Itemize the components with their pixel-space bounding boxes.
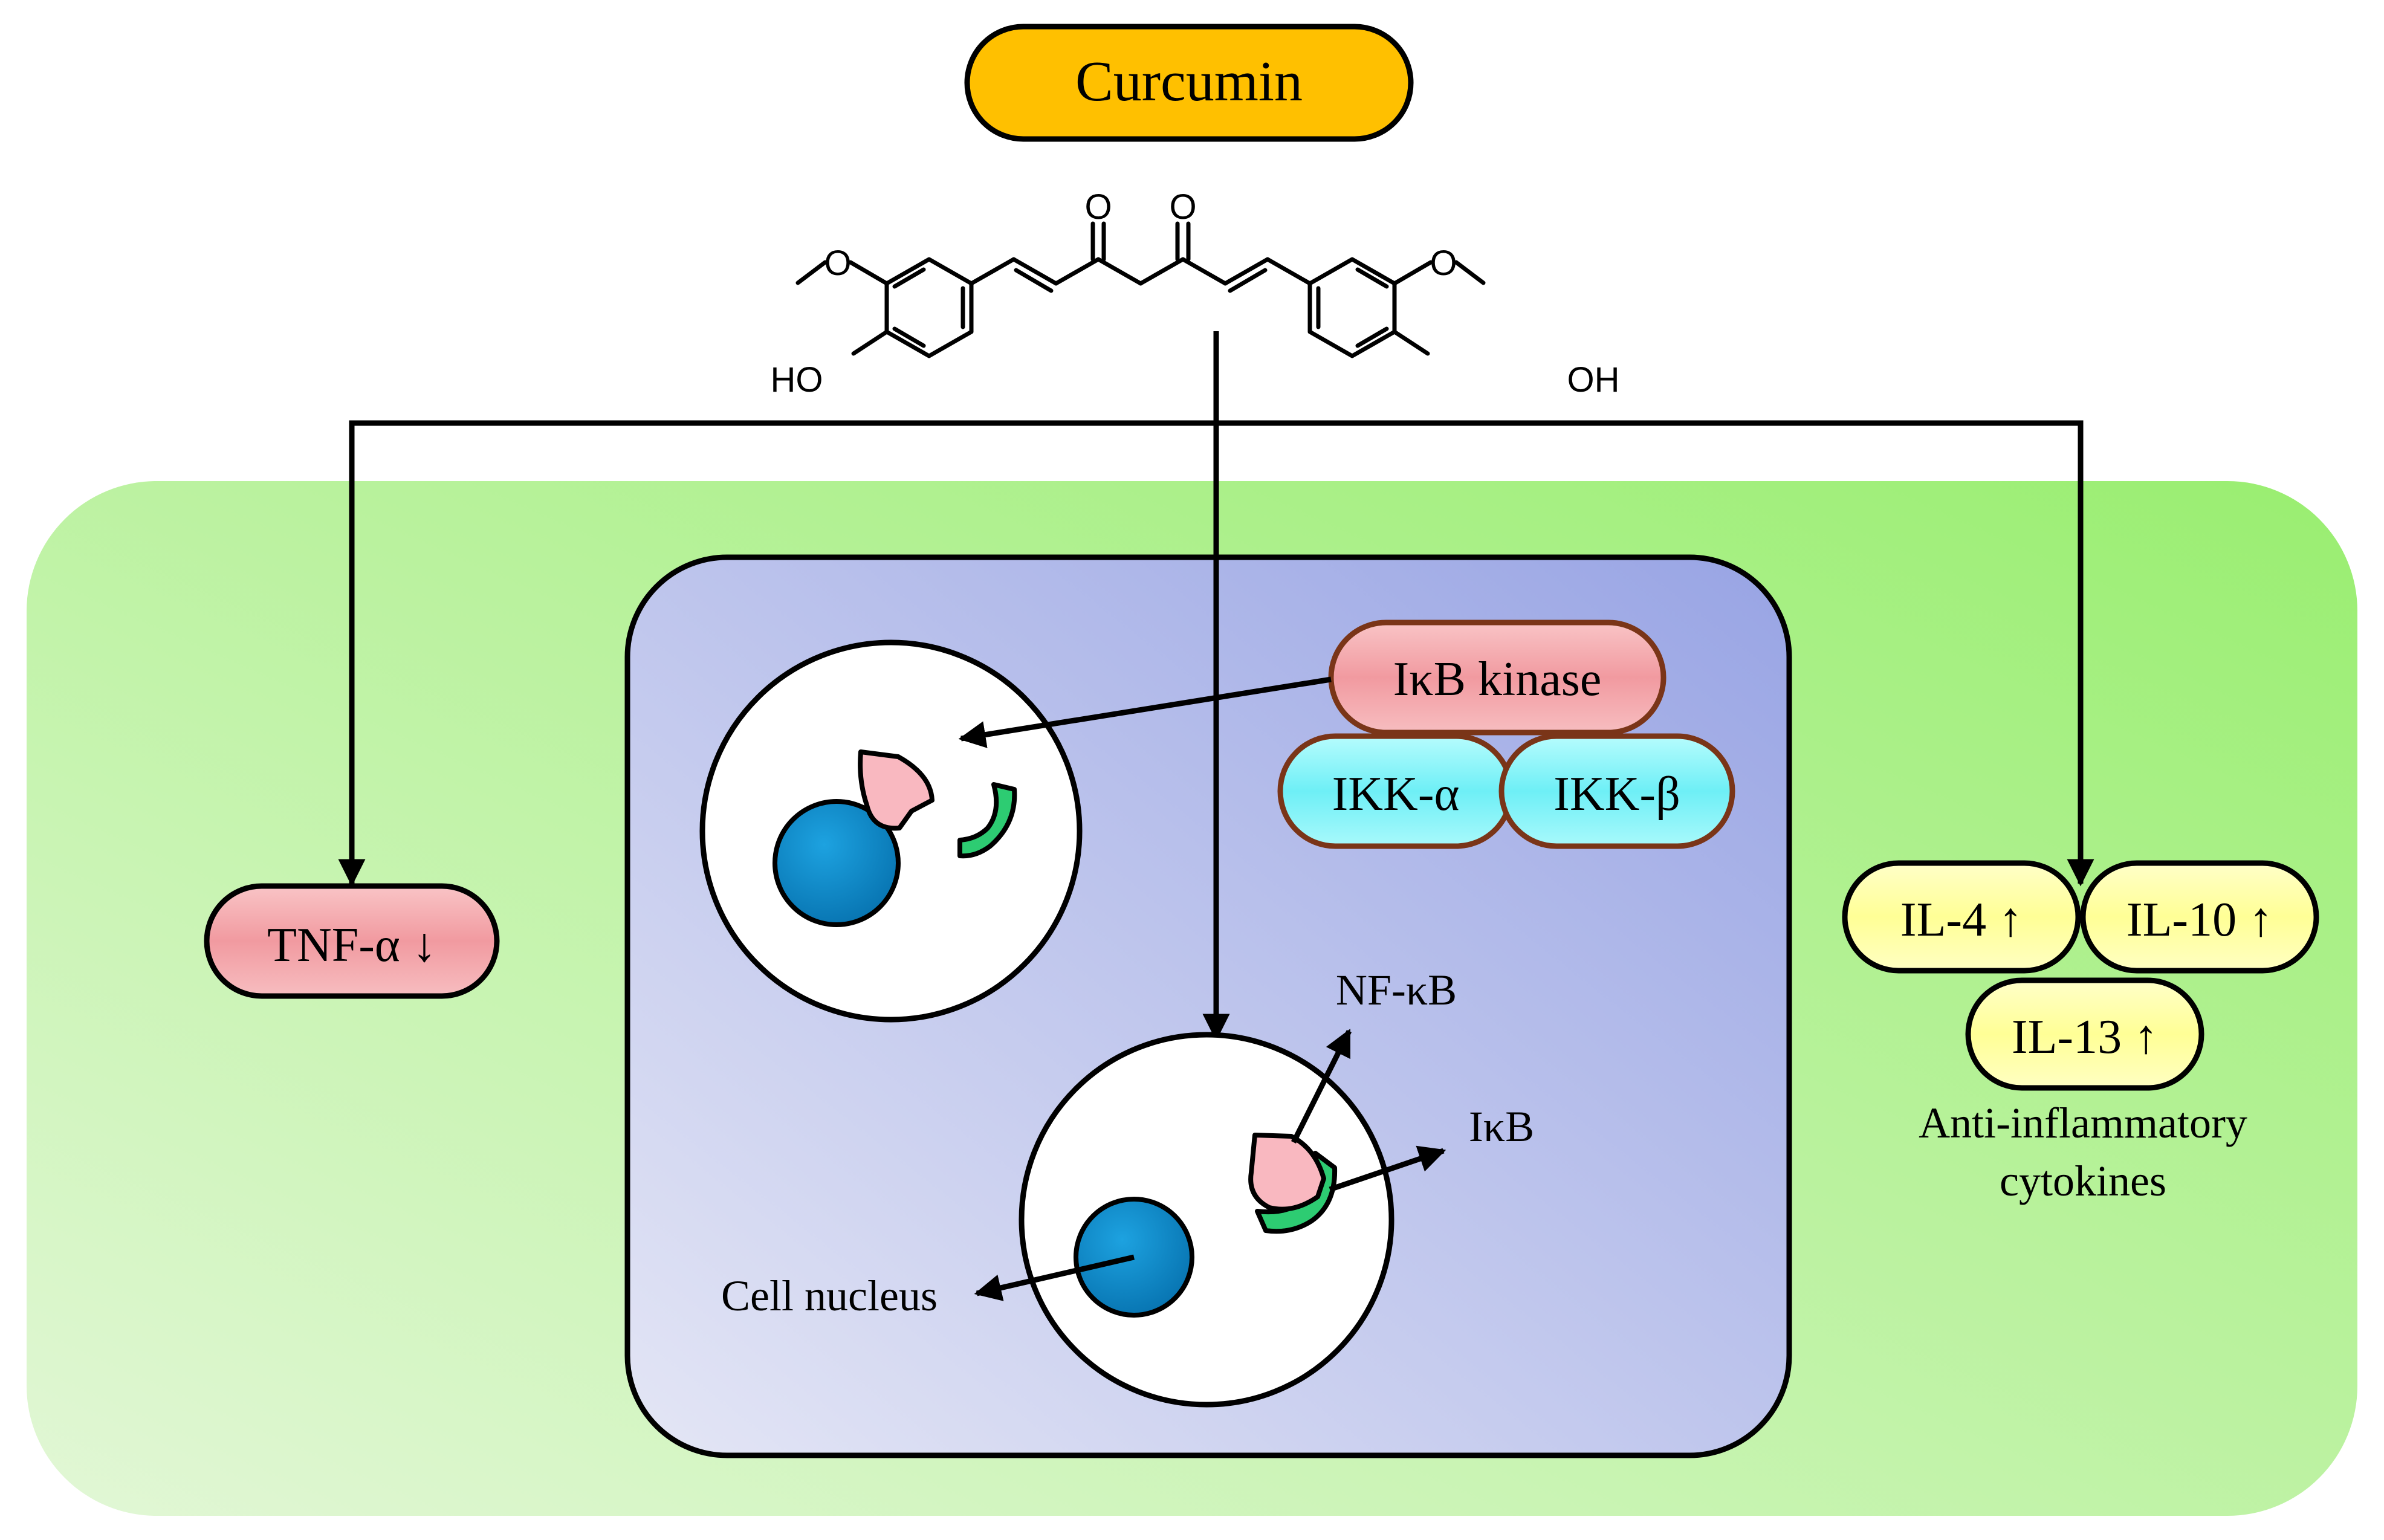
atom-o-left-carbonyl: O bbox=[1084, 187, 1112, 227]
ikb-kinase-label: IκB kinase bbox=[1393, 653, 1602, 706]
atom-ho-left: HO bbox=[771, 360, 823, 400]
upper-ikb-crescent-icon bbox=[957, 782, 1017, 859]
curcumin-box bbox=[964, 24, 1414, 142]
curcumin-label: Curcumin bbox=[1075, 50, 1303, 113]
tnf-label: TNF-α ↓ bbox=[267, 919, 436, 972]
il4-label: IL-4 ↑ bbox=[1900, 893, 2023, 946]
anti-inflammatory-label-line1: Anti-inflammatory bbox=[1919, 1099, 2247, 1147]
ikb-label: IκB bbox=[1469, 1102, 1534, 1151]
ikk-beta-box bbox=[1498, 733, 1735, 849]
upper-nucleus-icon bbox=[773, 799, 901, 927]
il4-box bbox=[1842, 860, 2081, 974]
anti-inflammatory-label-line2: cytokines bbox=[2000, 1157, 2166, 1205]
il13-label: IL-13 ↑ bbox=[2012, 1011, 2158, 1064]
il10-box bbox=[2080, 860, 2319, 974]
atom-o-right-carbonyl: O bbox=[1169, 187, 1196, 227]
atom-oh-right: OH bbox=[1567, 360, 1620, 400]
atom-o-right-methoxy: O bbox=[1430, 244, 1457, 283]
cell-nucleus-label: Cell nucleus bbox=[721, 1272, 938, 1320]
arrow-kinase-to-upper-cell bbox=[958, 676, 1332, 748]
atom-o-left-methoxy: O bbox=[824, 244, 851, 283]
lower-nfkb-wedge-icon bbox=[1248, 1133, 1326, 1212]
upper-nfkb-wedge-icon bbox=[858, 749, 934, 831]
ikk-beta-label: IKK-β bbox=[1553, 768, 1680, 821]
curcumin-structure bbox=[795, 221, 1486, 358]
ikk-alpha-label: IKK-α bbox=[1332, 768, 1460, 821]
lower-cell-circle bbox=[1019, 1032, 1394, 1408]
il13-box bbox=[1965, 977, 2204, 1091]
arrow-to-nfkb-label bbox=[1291, 1028, 1352, 1144]
ikb-kinase-box bbox=[1328, 620, 1667, 736]
arrow-to-ikb-label bbox=[1329, 1145, 1446, 1192]
il10-label: IL-10 ↑ bbox=[2126, 893, 2273, 946]
tnf-box bbox=[204, 883, 500, 999]
nfkb-label: NF-κB bbox=[1336, 966, 1457, 1014]
arrow-to-nucleus-label bbox=[974, 1254, 1135, 1301]
